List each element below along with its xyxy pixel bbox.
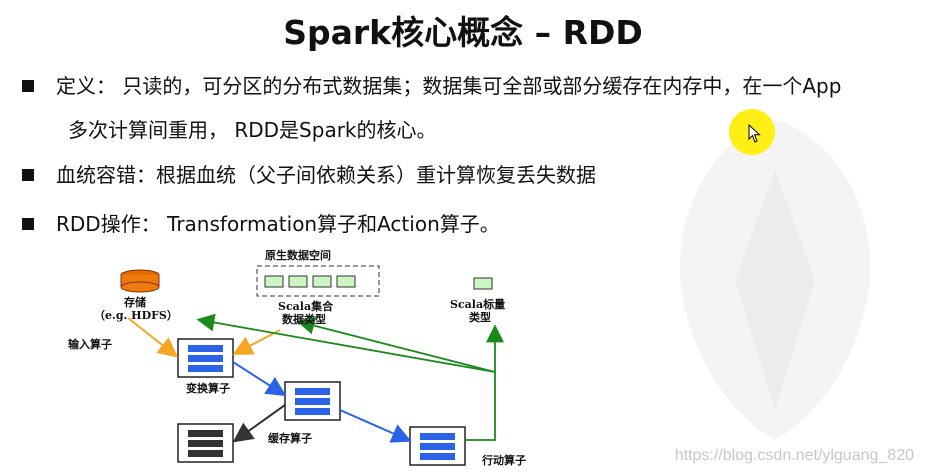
- input-arrow: [127, 317, 179, 358]
- input-op-label: 输入算子: [68, 338, 112, 351]
- bullet-text: 定义： 只读的，可分区的分布式数据集；数据集可全部或部分缓存在内存中，在一个Ap…: [56, 74, 842, 98]
- bullet-lineage: 血统容错：根据血统（父子间依赖关系）重计算恢复丢失数据: [22, 156, 596, 194]
- scala-collection-label: Scala集合: [278, 300, 334, 313]
- bullet-square-icon: [22, 217, 34, 230]
- action-op-label: 行动算子: [482, 454, 526, 467]
- transform-op-label: 变换算子: [186, 382, 230, 395]
- storage-cylinder-icon: [120, 269, 160, 293]
- bullet-text: RDD操作： Transformation算子和Action算子。: [56, 212, 500, 236]
- bullet-definition-continued: 多次计算间重用， RDD是Spark的核心。: [68, 118, 437, 142]
- bullet-square-icon: [22, 79, 34, 92]
- collection-to-rdd-arrow: [232, 329, 281, 355]
- raw-data-space-label: 原生数据空间: [265, 249, 331, 262]
- scala-collection-cells: [264, 275, 356, 288]
- bullet-square-icon: [22, 168, 34, 181]
- rdd-box-cached: [177, 423, 234, 463]
- action-to-collection-arrow: [296, 316, 496, 373]
- action-green-connector: [465, 372, 496, 441]
- bullet-text: 血统容错：根据血统（父子间依赖关系）重计算恢复丢失数据: [56, 163, 596, 187]
- scala-collection-sublabel: 数据类型: [282, 313, 326, 326]
- scala-scalar-label: Scala标量: [450, 298, 506, 311]
- watermark: https://blog.csdn.net/ylguang_820: [674, 447, 914, 464]
- storage-label: 存储: [124, 296, 146, 309]
- rdd-box-action: [409, 426, 466, 466]
- bullet-definition: 定义： 只读的，可分区的分布式数据集；数据集可全部或部分缓存在内存中，在一个Ap…: [22, 67, 841, 105]
- transform-arrow: [232, 361, 287, 397]
- scala-scalar-cell: [473, 277, 493, 290]
- background-decoration: [679, 120, 871, 440]
- slide-title: Spark核心概念 – RDD: [283, 13, 643, 52]
- action-to-storage-arrow: [196, 313, 496, 373]
- action-arrow-blue: [339, 409, 412, 443]
- bullet-operations: RDD操作： Transformation算子和Action算子。: [22, 205, 500, 243]
- rdd-box-transform: [177, 338, 234, 378]
- cache-op-label: 缓存算子: [268, 432, 312, 445]
- scala-scalar-sublabel: 类型: [469, 311, 491, 324]
- mouse-pointer-icon: [748, 124, 761, 143]
- storage-sub-label: （e.g. HDFS）: [94, 309, 178, 322]
- cache-arrow: [232, 404, 286, 443]
- rdd-box-middle: [284, 381, 341, 421]
- raw-data-space-box: [256, 265, 380, 297]
